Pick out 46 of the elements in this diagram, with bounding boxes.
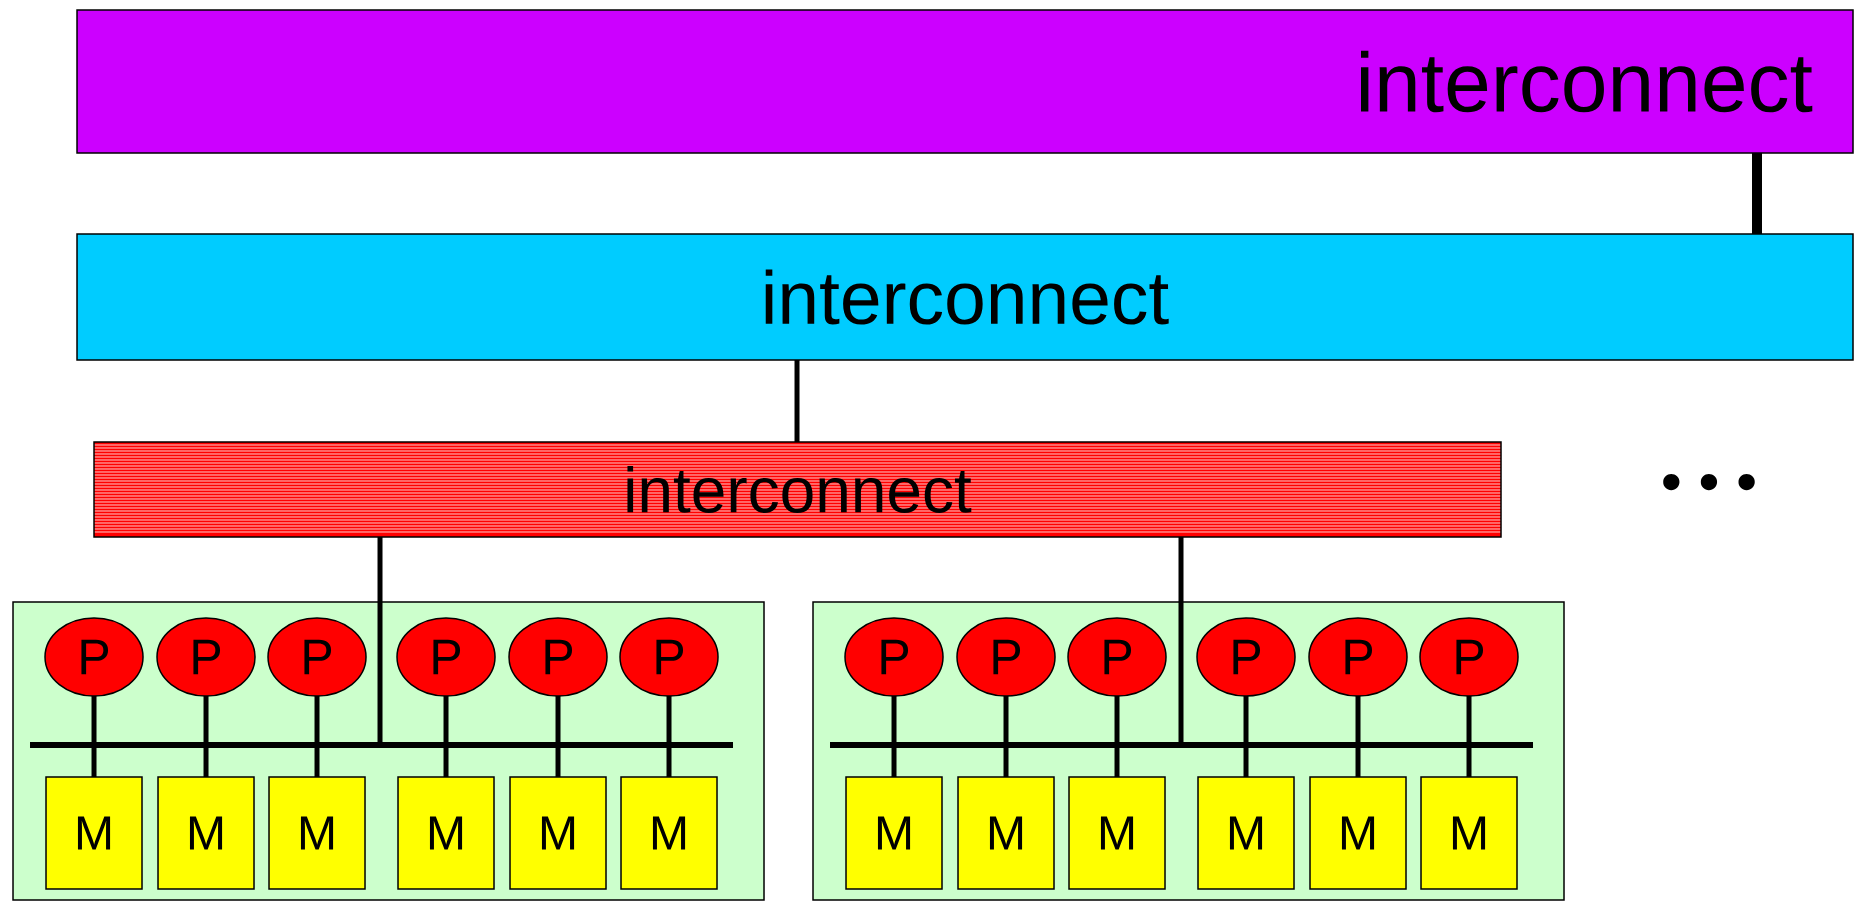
memory-box: M: [1197, 776, 1295, 890]
connector-line: [91, 696, 97, 742]
memory-box: M: [397, 776, 495, 890]
connector-line: [891, 748, 897, 777]
connector-line: [1355, 748, 1361, 777]
connector-line: [1243, 748, 1249, 777]
memory-box: M: [509, 776, 607, 890]
bus-bar: [30, 742, 733, 748]
connector-line: [443, 748, 449, 777]
connector-line: [794, 360, 800, 442]
connector-line: [203, 748, 209, 777]
memory-box: M: [845, 776, 943, 890]
connector-line: [555, 748, 561, 777]
memory-box: M: [157, 776, 255, 890]
memory-box: M: [1068, 776, 1166, 890]
connector-line: [443, 696, 449, 742]
connector-line: [1355, 696, 1361, 742]
connector-line: [1466, 696, 1472, 742]
connector-line: [666, 696, 672, 742]
memory-box: M: [45, 776, 143, 890]
memory-box: M: [268, 776, 366, 890]
memory-box: M: [1420, 776, 1518, 890]
connector-line: [1003, 748, 1009, 777]
connector-line: [203, 696, 209, 742]
interconnect-box: interconnect: [76, 9, 1854, 154]
connector-line: [91, 748, 97, 777]
bus-bar: [830, 742, 1533, 748]
interconnect-box: interconnect: [76, 233, 1854, 361]
connector-line: [1243, 696, 1249, 742]
connector-line: [1003, 696, 1009, 742]
memory-box: M: [1309, 776, 1407, 890]
connector-line: [555, 696, 561, 742]
memory-box: M: [957, 776, 1055, 890]
connector-line: [1466, 748, 1472, 777]
ellipsis: • • •: [1663, 474, 1755, 491]
connector-line: [1114, 748, 1120, 777]
connector-line: [1752, 153, 1762, 234]
memory-box: M: [620, 776, 718, 890]
connector-line: [891, 696, 897, 742]
connector-line: [666, 748, 672, 777]
connector-line: [377, 537, 383, 742]
connector-line: [1114, 696, 1120, 742]
connector-line: [1178, 537, 1184, 742]
interconnect-box: interconnect: [93, 441, 1502, 538]
connector-line: [314, 748, 320, 777]
connector-line: [314, 696, 320, 742]
